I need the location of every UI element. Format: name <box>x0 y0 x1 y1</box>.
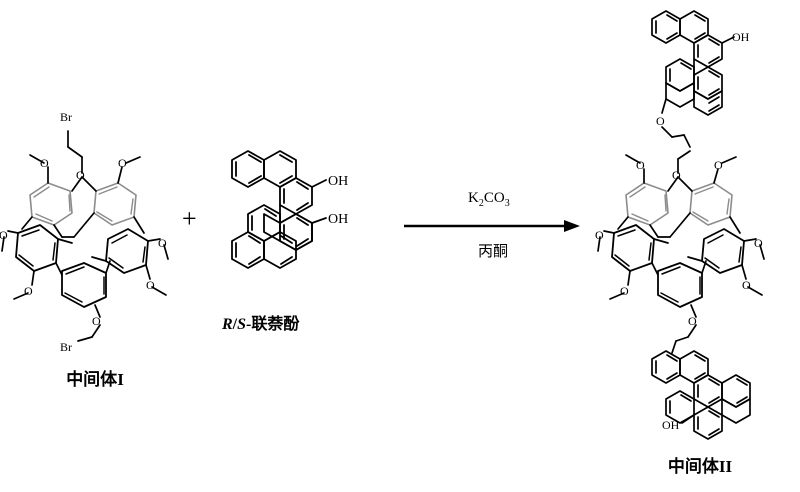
reagent-k: K <box>468 190 479 206</box>
reaction-arrow <box>402 215 582 237</box>
atom-label-o-p3: O <box>595 228 604 242</box>
structure-intermediate-2: OH O O O O O O O O O OH <box>590 5 800 445</box>
reaction-arrow-svg <box>404 220 580 232</box>
atom-label-o-2: O <box>118 156 127 170</box>
atom-label-oh-bottom: OH <box>328 212 348 227</box>
label-binaphthol-suffix: -联萘酚 <box>246 316 300 333</box>
label-intermediate-1-text: 中间体 <box>66 370 118 389</box>
atom-label-o-p6: O <box>742 278 751 292</box>
reagent-above-arrow: K2CO3 <box>468 190 510 209</box>
atom-label-o-p4: O <box>754 236 763 250</box>
atom-label-o-center-product: O <box>672 168 681 182</box>
atom-label-o-center: O <box>76 168 85 182</box>
binaphthol-svg: OH OH <box>231 150 348 269</box>
atom-label-o-link-top: O <box>656 114 665 128</box>
atom-label-o-1: O <box>40 156 49 170</box>
reagent-sub-2: 2 <box>478 198 484 209</box>
label-binaphthol-slash: / <box>232 316 238 333</box>
reagent-sub-3: 3 <box>504 198 510 209</box>
label-intermediate-2-roman: II <box>718 457 733 476</box>
label-intermediate-2-text: 中间体 <box>667 457 719 476</box>
atom-label-o-p1: O <box>636 158 645 172</box>
reagent-co: CO <box>483 190 505 206</box>
atom-label-oh-bottom-product: OH <box>662 418 680 432</box>
atom-label-o-5: O <box>24 284 33 298</box>
atom-label-o-6: O <box>146 278 155 292</box>
intermediate-2-svg: OH O O O O O O O O O OH <box>595 10 765 440</box>
label-intermediate-1-roman: I <box>117 370 124 389</box>
plus-sign: + <box>182 204 197 233</box>
reagent-below-arrow: 丙酮 <box>478 244 509 260</box>
atom-label-br-top: Br <box>60 110 72 124</box>
atom-label-o-p2: O <box>714 158 723 172</box>
atom-label-o-7: O <box>92 314 101 328</box>
label-binaphthol-s: S <box>237 316 247 333</box>
structure-intermediate-1: Br O O O O O O O O Br <box>0 95 185 360</box>
atom-label-o-3: O <box>0 228 8 242</box>
atom-label-oh-top-product: OH <box>732 30 750 44</box>
label-binaphthol: R/S-联萘酚 <box>222 310 299 334</box>
atom-label-o-p5: O <box>620 284 629 298</box>
atom-label-o-link-bottom: O <box>688 314 697 328</box>
label-binaphthol-r: R <box>222 316 233 333</box>
atom-label-oh-top: OH <box>328 174 348 189</box>
atom-label-br-bottom: Br <box>60 340 72 354</box>
atom-label-o-4: O <box>158 236 167 250</box>
structure-binaphthol: OH OH <box>218 150 378 285</box>
intermediate-1-svg: Br O O O O O O O O Br <box>0 110 169 354</box>
label-intermediate-1: 中间体I <box>25 365 165 390</box>
label-intermediate-2: 中间体II <box>625 452 775 477</box>
